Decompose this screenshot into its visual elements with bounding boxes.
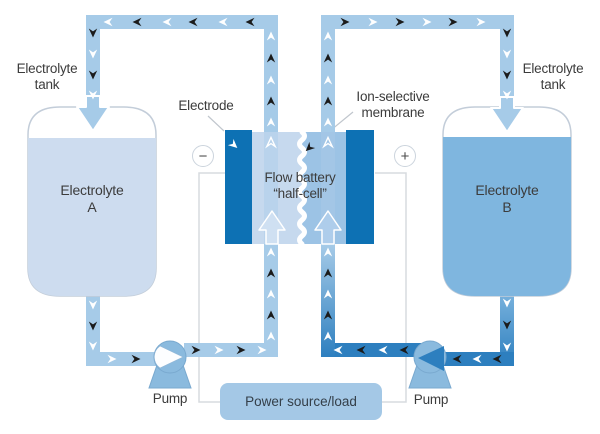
positive-terminal: + xyxy=(394,145,416,167)
tank-a-inlet-arrow xyxy=(76,95,110,132)
tank-b-shape xyxy=(442,106,572,297)
wire-positive xyxy=(375,172,407,403)
wire-negative xyxy=(198,172,226,403)
label-ion-selective-membrane: Ion-selective membrane xyxy=(356,89,430,121)
tank-b-inlet-arrow xyxy=(490,96,524,133)
pipes-light xyxy=(86,15,514,366)
pump-b-icon xyxy=(408,340,452,389)
tank-a-shape xyxy=(27,106,157,297)
negative-terminal: − xyxy=(192,145,214,167)
power-source-load-box: Power source/load xyxy=(220,383,382,420)
pipes-dark xyxy=(321,244,514,366)
pump-a-icon xyxy=(148,340,192,389)
cell-label: Flow battery “half-cell” xyxy=(264,170,336,202)
electrode-leader-line xyxy=(207,115,225,132)
tank-b-label: Electrolyte B xyxy=(475,182,539,216)
power-source-load-label: Power source/load xyxy=(245,394,357,409)
electrode-right-bar xyxy=(346,130,374,244)
label-electrolyte-tank-right: Electrolyte tank xyxy=(522,61,584,93)
tank-a-label: Electrolyte A xyxy=(60,182,124,216)
pump-a-label: Pump xyxy=(152,391,188,406)
label-electrolyte-tank-left: Electrolyte tank xyxy=(16,61,78,93)
electrode-left-bar xyxy=(225,130,252,244)
membrane-wave xyxy=(297,129,307,247)
cell-flow-arrow-right xyxy=(314,210,342,245)
flow-battery-cell xyxy=(225,129,374,247)
cell-flow-arrow-left xyxy=(258,210,286,245)
label-electrode: Electrode xyxy=(178,98,234,113)
pump-b-label: Pump xyxy=(413,392,449,407)
